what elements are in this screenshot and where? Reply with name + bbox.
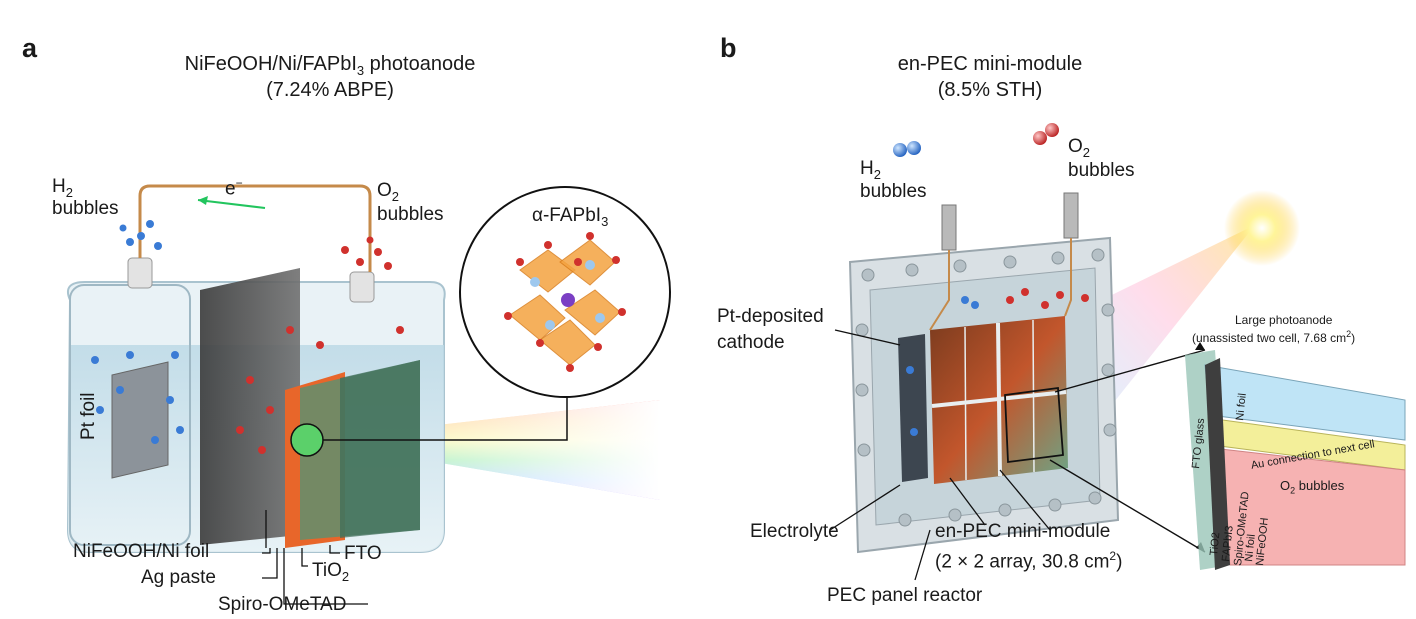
o2-label-a: O2: [377, 180, 399, 208]
pec-panel-reactor: [848, 192, 1120, 554]
crystal-structure-zoom: [459, 186, 671, 398]
crystal-sub: 3: [601, 213, 609, 229]
h2-bubbles-b: [893, 141, 979, 436]
crystal-text: α-FAPbI: [532, 205, 602, 226]
module-label-2-sup: 2: [1109, 549, 1117, 563]
h2-sub-b: 2: [873, 166, 881, 182]
o2-bubbles-a: [236, 236, 404, 454]
o2-label-b: O2: [1068, 136, 1090, 164]
tio2-text: TiO: [312, 560, 342, 581]
octahedra: [504, 232, 626, 372]
reactor-label: PEC panel reactor: [827, 585, 983, 606]
electrolyte-label: Electrolyte: [750, 521, 839, 542]
panel-a-subtitle: (7.24% ABPE): [266, 79, 394, 101]
h2-label-a: H2: [52, 176, 73, 204]
layer-leader-lines: [262, 510, 368, 605]
h2-label-b: H2: [860, 158, 881, 186]
pt-cathode-label-2: cathode: [717, 332, 785, 353]
ag-paste-label: Ag paste: [141, 567, 216, 588]
panel-a-letter: a: [22, 33, 38, 63]
o2-sub-b: 2: [1082, 144, 1091, 160]
large-photoanode-inset: [1185, 350, 1406, 570]
inset-o2-label: O2 bubbles: [1280, 478, 1344, 496]
o2-bubbles-b: [1006, 123, 1089, 309]
panel-b-leader-lines: [829, 329, 1051, 581]
panel-b-title: en-PEC mini-module: [897, 53, 1083, 75]
panel-a-title-sub: 3: [356, 63, 365, 78]
panel-a-title: NiFeOOH/Ni/FAPbI3 photoanode: [160, 52, 500, 83]
inset-subtitle-text: (unassisted two cell, 7.68 cm: [1192, 331, 1347, 345]
electron-flow-arrow: [197, 199, 266, 209]
spiro-label: Spiro-OMeTAD: [218, 594, 347, 615]
electron-sup: −: [235, 176, 243, 190]
tio2-label: TiO2: [312, 560, 349, 588]
module-label-1: en-PEC mini-module: [935, 521, 1111, 542]
h2-sub-a: 2: [65, 184, 73, 200]
nifeooh-label: NiFeOOH/Ni foil: [73, 541, 210, 562]
o2-text-a: O: [377, 180, 392, 201]
module-label-2-end: ): [1116, 551, 1123, 573]
module-label-2: (2 × 2 array, 30.8 cm2): [935, 545, 1122, 573]
h2-bubbles-label-b: bubbles: [860, 181, 927, 202]
pt-foil-label: Pt foil: [78, 392, 99, 440]
crystal-label: α-FAPbI3: [532, 205, 608, 233]
tio2-sub: 2: [341, 568, 350, 584]
panel-b-letter: b: [720, 33, 737, 63]
h2-text-a: H: [52, 176, 66, 197]
o2-sub-a: 2: [391, 188, 400, 204]
module-label-2-text: (2 × 2 array, 30.8 cm: [935, 551, 1110, 573]
inset-subtitle-end: ): [1351, 331, 1356, 345]
fto-label: FTO: [344, 543, 382, 564]
panel-a-title-text: NiFeOOH/Ni/FAPbI: [184, 53, 357, 75]
o2-bubbles-label-b: bubbles: [1068, 160, 1135, 181]
electrolysis-tank: [66, 257, 446, 553]
panel-b-subtitle: (8.5% STH): [937, 79, 1043, 101]
h2-text-b: H: [860, 158, 874, 179]
inset-o2-sub: 2: [1290, 485, 1296, 496]
panel-a-title-suffix: photoanode: [364, 53, 476, 75]
inset-subtitle: (unassisted two cell, 7.68 cm2): [1192, 329, 1355, 345]
electron-text: e: [225, 178, 236, 200]
electron-label: e−: [225, 172, 243, 200]
external-wire: [138, 184, 372, 272]
sun-icon: [1224, 190, 1300, 266]
pt-cathode-label-1: Pt-deposited: [717, 306, 824, 327]
inset-o2-end: bubbles: [1295, 478, 1345, 493]
o2-text-b: O: [1068, 136, 1083, 157]
inset-subtitle-sup: 2: [1346, 329, 1352, 339]
inset-title: Large photoanode: [1235, 313, 1333, 327]
o2-bubbles-label-a: bubbles: [377, 204, 444, 225]
inset-o2-text: O: [1280, 478, 1291, 493]
h2-bubbles-a: [91, 220, 184, 444]
h2-bubbles-label-a: bubbles: [52, 198, 119, 219]
